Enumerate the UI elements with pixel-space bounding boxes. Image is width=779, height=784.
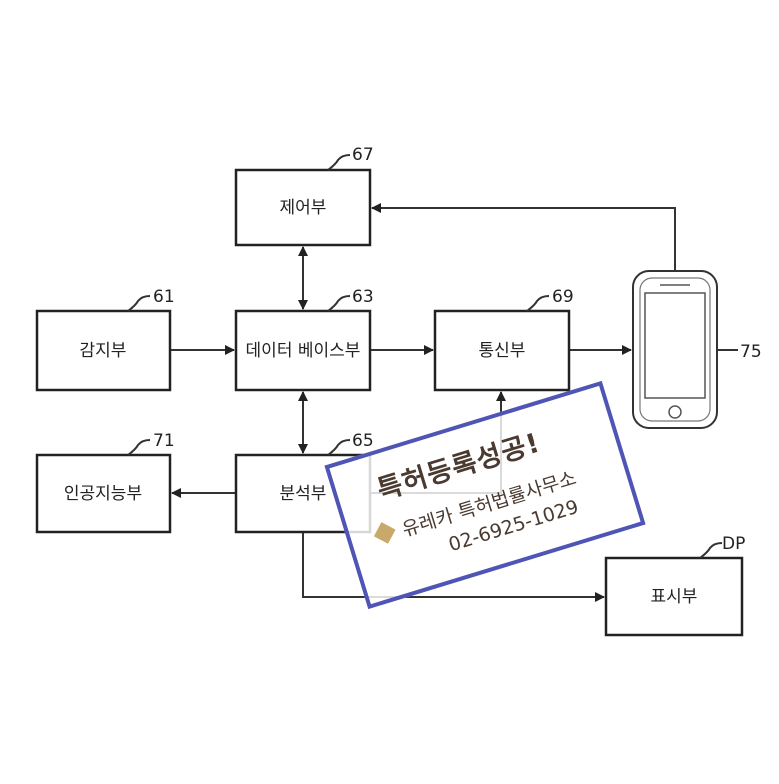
ref-65: 65 xyxy=(352,431,374,451)
ref-dp: DP xyxy=(722,534,745,554)
ref-61: 61 xyxy=(153,287,175,307)
ref-75: 75 xyxy=(740,342,762,362)
block-comm: 통신부 69 xyxy=(435,287,574,390)
ref-67: 67 xyxy=(352,145,374,165)
block-display-label: 표시부 xyxy=(651,587,698,607)
block-database: 데이터 베이스부 63 xyxy=(236,287,374,390)
block-control: 제어부 67 xyxy=(236,145,374,245)
phone-device: 75 xyxy=(633,271,762,428)
block-control-label: 제어부 xyxy=(280,198,327,218)
block-sensor: 감지부 61 xyxy=(37,287,175,390)
block-database-label: 데이터 베이스부 xyxy=(246,341,361,361)
ref-69: 69 xyxy=(552,287,574,307)
ref-63: 63 xyxy=(352,287,374,307)
block-ai: 인공지능부 71 xyxy=(37,431,175,532)
office-logo-icon xyxy=(374,522,396,544)
block-comm-label: 통신부 xyxy=(479,341,526,361)
block-sensor-label: 감지부 xyxy=(80,341,127,361)
block-analysis-label: 분석부 xyxy=(280,484,327,504)
block-display: 표시부 DP xyxy=(606,534,745,635)
ref-71: 71 xyxy=(153,431,175,451)
arrow-phone-to-control xyxy=(372,208,675,271)
block-ai-label: 인공지능부 xyxy=(64,484,142,504)
